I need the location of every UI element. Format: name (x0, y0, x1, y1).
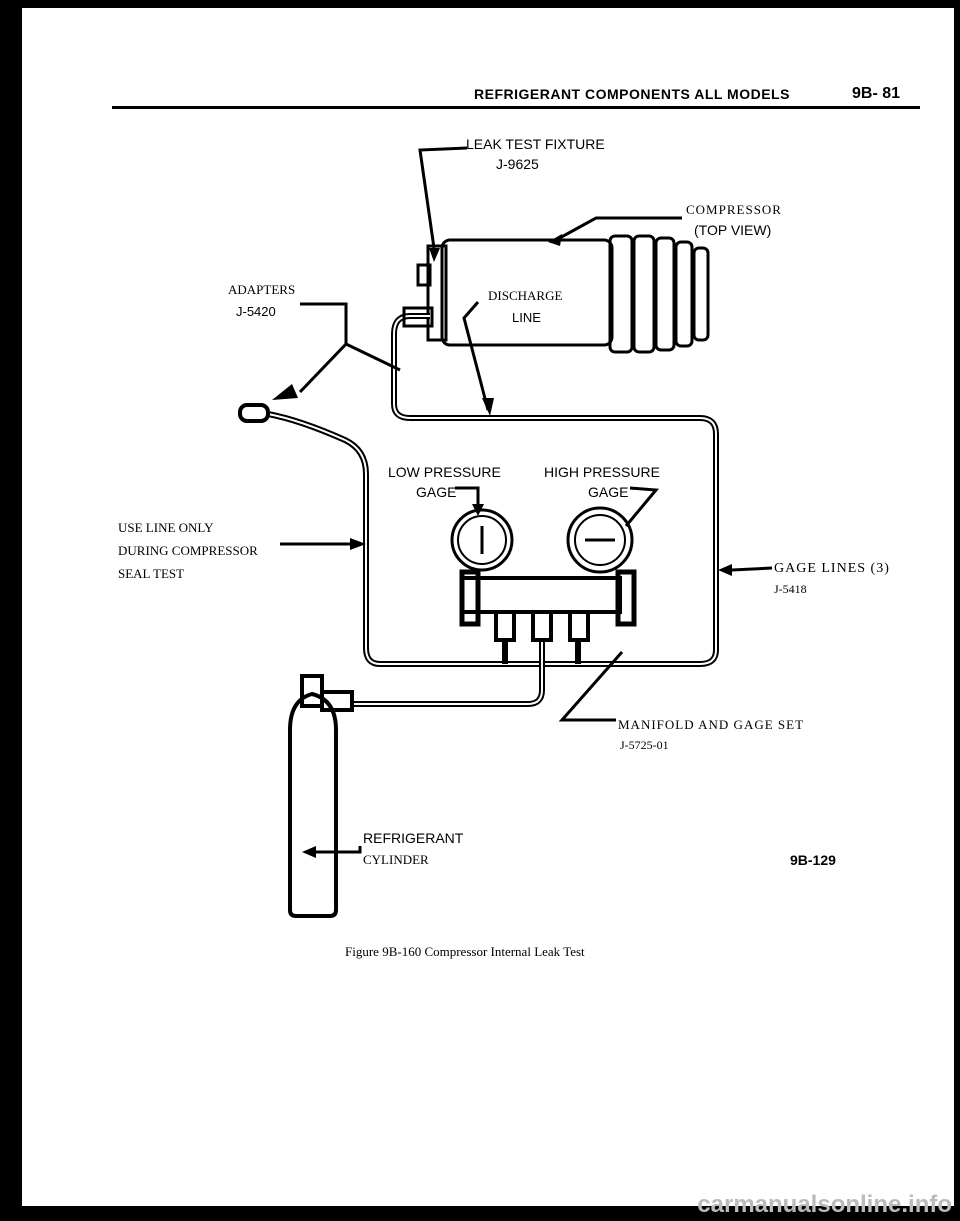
leak-fixture-leader (418, 146, 468, 249)
high-pressure-gauge (566, 506, 634, 574)
page-bottom-border (0, 1206, 960, 1221)
adapters-part: J-5420 (236, 304, 276, 319)
low-pressure-gauge (450, 508, 514, 572)
hose-adapter-fitting (238, 403, 270, 423)
cylinder-leader (316, 846, 362, 854)
high-pressure-label: HIGH PRESSURE (544, 464, 660, 480)
use-line-label-2: DURING COMPRESSOR (118, 543, 258, 558)
leak-test-fixture-part: J-9625 (496, 156, 539, 172)
manual-page: REFRIGERANT COMPONENTS ALL MODELS 9B- 81 (22, 8, 954, 1211)
use-line-label-3: SEAL TEST (118, 566, 185, 581)
figure-id: 9B-129 (790, 852, 836, 868)
refrigerant-label: REFRIGERANT (363, 830, 464, 846)
low-pressure-label: LOW PRESSURE (388, 464, 501, 480)
gage-lines-label: GAGE LINES (3) (774, 561, 890, 576)
manifold-leader (558, 651, 624, 722)
manifold-part: J-5725-01 (620, 738, 669, 752)
high-pressure-gage-label: GAGE (588, 484, 629, 500)
low-pressure-gage-label: GAGE (416, 484, 457, 500)
manifold-to-cylinder-hose (350, 640, 545, 707)
discharge-line-label: LINE (512, 310, 541, 325)
compressor-clutch-pulley (608, 234, 710, 354)
use-line-label-1: USE LINE ONLY (118, 520, 214, 535)
compressor-adapter-fitting (402, 306, 434, 328)
page-number: 9B- 81 (852, 85, 901, 102)
manifold-block (460, 576, 622, 614)
compressor-label: COMPRESSOR (686, 202, 782, 217)
refrigerant-cylinder (288, 691, 338, 918)
manifold-left-valve (459, 569, 481, 627)
manifold-right-valve (615, 569, 637, 627)
manifold-label: MANIFOLD AND GAGE SET (618, 717, 805, 732)
adapters-leader (298, 302, 348, 394)
cylinder-label: CYLINDER (363, 852, 429, 867)
gage-lines-leader (731, 566, 773, 572)
figure-caption: Figure 9B-160 Compressor Internal Leak T… (345, 944, 585, 959)
high-gage-leader (624, 486, 660, 527)
compressor-view-label: (TOP VIEW) (694, 222, 772, 238)
gage-lines-part: J-5418 (774, 582, 807, 596)
site-watermark: carmanualsonline.info (697, 1191, 952, 1218)
cylinder-valve (300, 674, 324, 708)
compressor-body (440, 238, 614, 347)
discharge-leader (462, 301, 490, 411)
compressor-front-plate (426, 244, 448, 342)
page-header-title: REFRIGERANT COMPONENTS ALL MODELS (474, 86, 790, 102)
header-rule (112, 106, 920, 109)
adapters-label: ADAPTERS (228, 282, 296, 297)
low-gage-leader (455, 486, 480, 508)
discharge-label: DISCHARGE (488, 288, 563, 303)
compressor-leader (555, 216, 682, 242)
leak-test-fixture-label: LEAK TEST FIXTURE (466, 136, 605, 152)
leak-test-diagram (238, 146, 773, 918)
compressor-stub (416, 263, 432, 287)
